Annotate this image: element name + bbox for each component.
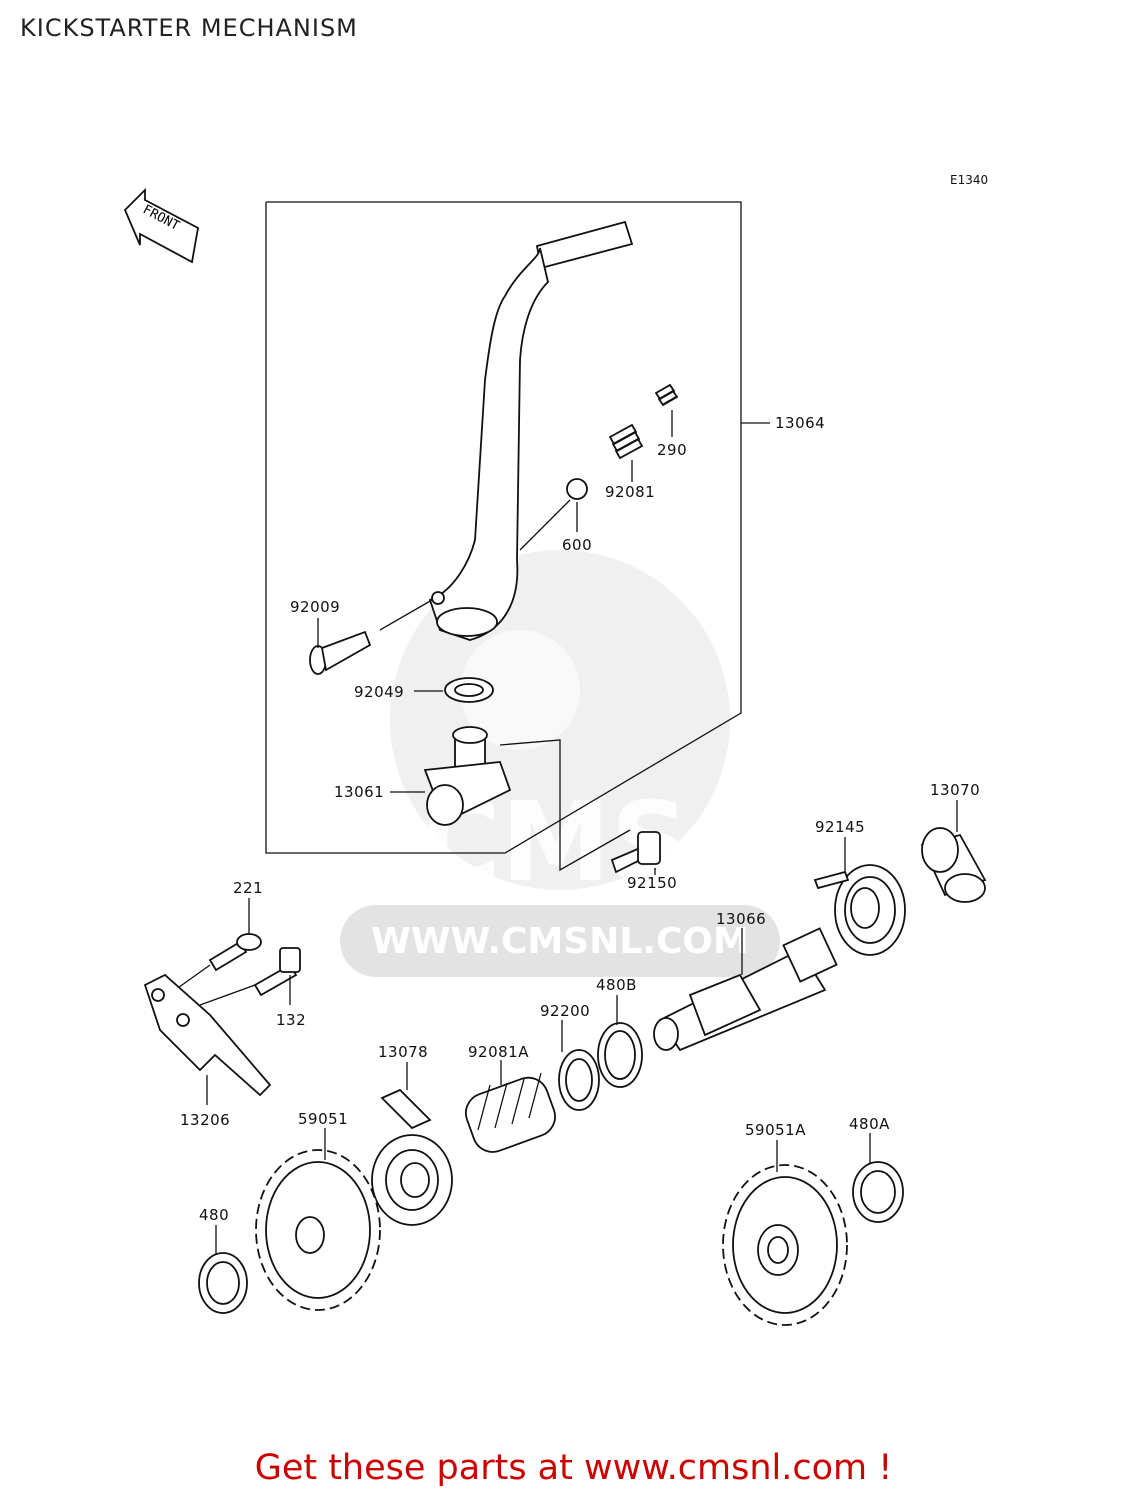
label-480: 480	[199, 1206, 229, 1224]
label-13066: 13066	[716, 910, 766, 928]
page-title: KICKSTARTER MECHANISM	[20, 14, 358, 42]
label-59051A: 59051A	[745, 1121, 806, 1139]
label-600: 600	[562, 536, 592, 554]
gear-59051	[255, 1149, 381, 1311]
kick-shaft-13066	[653, 927, 838, 1052]
label-221: 221	[233, 879, 263, 897]
bolt-221	[208, 933, 262, 972]
ratchet-gear-13078	[371, 1088, 453, 1226]
bolt-132	[253, 947, 301, 997]
bolt-92150	[610, 831, 661, 874]
gear-59051A	[722, 1164, 848, 1326]
label-92150: 92150	[627, 874, 677, 892]
label-480A: 480A	[849, 1115, 890, 1133]
label-13206: 13206	[180, 1111, 230, 1129]
front-arrow-icon: FRONT	[123, 187, 200, 264]
label-13064: 13064	[775, 414, 825, 432]
label-480B: 480B	[596, 976, 637, 994]
kick-lever	[428, 220, 634, 641]
label-92081: 92081	[605, 483, 655, 501]
ratchet-guide-13206	[143, 973, 272, 1097]
label-92049: 92049	[354, 683, 404, 701]
label-132: 132	[276, 1011, 306, 1029]
promo-link[interactable]: Get these parts at www.cmsnl.com !	[254, 1448, 893, 1488]
label-59051: 59051	[298, 1110, 348, 1128]
label-92200: 92200	[540, 1002, 590, 1020]
lever-shaft-13061	[423, 726, 512, 826]
spring-92081A	[465, 1072, 556, 1153]
label-13070: 13070	[930, 781, 980, 799]
label-92009: 92009	[290, 598, 340, 616]
assembly-outline	[265, 201, 742, 854]
label-13078: 13078	[378, 1043, 428, 1061]
washer-92200	[558, 1049, 600, 1111]
circlip-480B	[597, 1022, 643, 1088]
circlip-480	[198, 1252, 248, 1314]
collar-13070	[920, 827, 987, 903]
watermark-url-text: WWW.CMSNL.COM	[371, 921, 749, 962]
spring-290	[654, 383, 679, 407]
bolt-92009	[309, 630, 372, 675]
spring-92145	[813, 864, 906, 956]
spring-92081	[608, 423, 644, 460]
circlip-480A	[852, 1161, 904, 1223]
label-92145: 92145	[815, 818, 865, 836]
label-92081A: 92081A	[468, 1043, 529, 1061]
parts-diagram: CMS WWW.CMSNL.COM E1340 FRONT 13064 290 …	[123, 173, 988, 1326]
label-290: 290	[657, 441, 687, 459]
ball-600	[566, 478, 588, 500]
diagram-code: E1340	[950, 173, 988, 187]
label-13061: 13061	[334, 783, 384, 801]
